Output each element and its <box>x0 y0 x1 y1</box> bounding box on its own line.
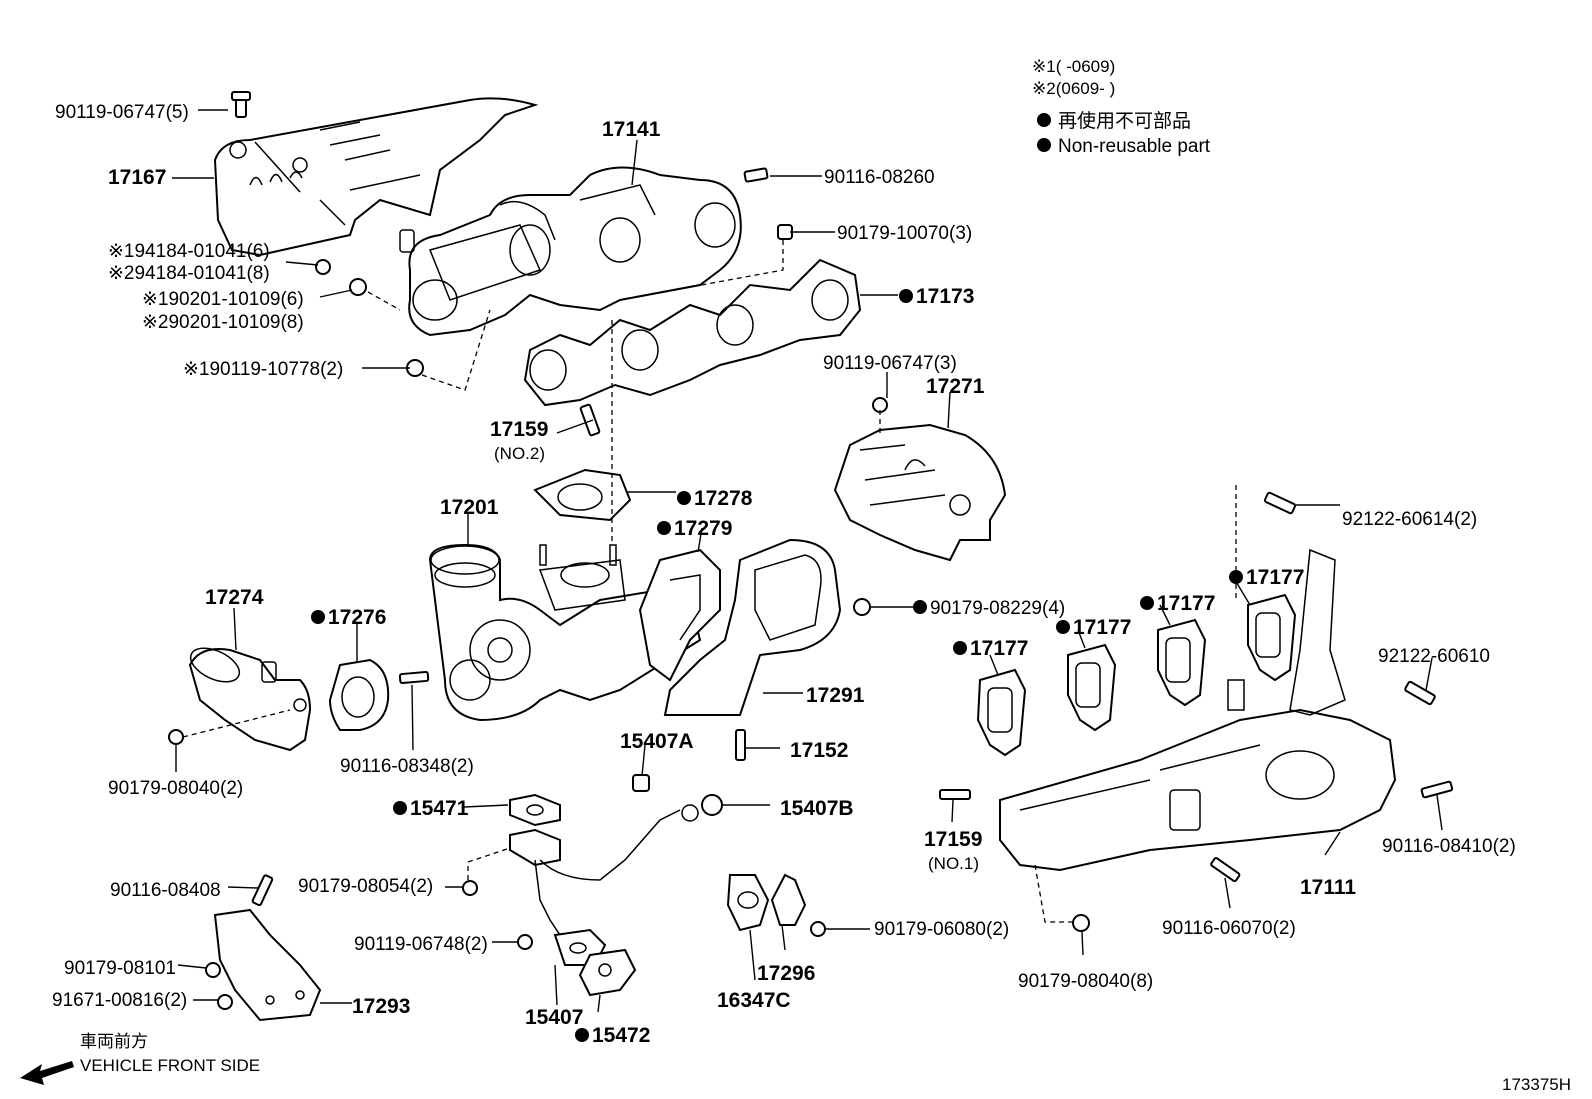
intake-gaskets-shape <box>976 593 1297 757</box>
label-17167: 17167 <box>108 166 166 189</box>
non-reusable-dot-icon <box>677 491 691 505</box>
non-reusable-dot-icon <box>657 521 671 535</box>
legend-note-2: ※2(0609- ) <box>1032 79 1115 98</box>
label-90116-08348: 90116-08348(2) <box>340 756 474 777</box>
arrow-left-icon <box>20 1061 74 1085</box>
label-90116-08260: 90116-08260 <box>824 167 935 188</box>
label-15407a: 15407A <box>620 730 694 753</box>
heat-insulator-turbo-shape <box>833 423 1007 562</box>
label-90179-10070-3: 90179-10070(3) <box>837 223 972 244</box>
exhaust-elbow-shape <box>663 538 842 716</box>
label-17177-d: 17177 <box>970 637 1028 660</box>
label-17201: 17201 <box>440 496 499 519</box>
manifold-gasket-shape <box>523 258 862 407</box>
heat-insulator-upper-shape <box>213 97 539 257</box>
legend-nonreusable-en: Non-reusable part <box>1058 136 1211 157</box>
assembly-dashed-lines <box>182 240 1237 923</box>
egr-gaskets-shape <box>726 873 807 932</box>
label-17274: 17274 <box>205 586 264 609</box>
label-90179-08040-2: 90179-08040(2) <box>108 778 243 799</box>
label-94184-01041-8: ※294184-01041(8) <box>108 263 270 284</box>
label-17159-no2-sub: (NO.2) <box>494 444 545 463</box>
label-90116-06070: 90116-06070(2) <box>1162 918 1296 939</box>
label-17279: 17279 <box>674 517 732 540</box>
turbo-elbow-gasket-shape <box>638 548 721 682</box>
non-reusable-dot-icon <box>1037 138 1051 152</box>
leader-lines <box>172 109 1443 1013</box>
label-15407b: 15407B <box>780 797 854 820</box>
turbo-gasket-shape <box>533 468 632 522</box>
label-17173: 17173 <box>916 285 974 308</box>
label-92122-60610: 92122-60610 <box>1378 646 1490 667</box>
label-17276: 17276 <box>328 606 386 629</box>
non-reusable-dot-icon <box>1056 620 1070 634</box>
non-reusable-dot-icon <box>393 801 407 815</box>
label-17271: 17271 <box>926 375 985 398</box>
turbocharger-shape <box>428 543 702 722</box>
label-17111: 17111 <box>1300 876 1356 899</box>
label-17141: 17141 <box>602 118 661 141</box>
label-90179-08040-8: 90179-08040(8) <box>1018 971 1153 992</box>
label-16347c: 16347C <box>717 989 791 1012</box>
non-reusable-dot-icon <box>899 289 913 303</box>
label-92122-60614: 92122-60614(2) <box>1342 509 1477 530</box>
label-17291: 17291 <box>806 684 865 707</box>
label-17152: 17152 <box>790 739 848 762</box>
turbo-stay-bracket-shape <box>213 908 322 1022</box>
turbo-inlet-elbow-shape <box>188 647 312 752</box>
label-91671-00816: 91671-00816(2) <box>52 990 187 1011</box>
label-90201-10109-8: ※290201-10109(8) <box>142 312 304 333</box>
part-labels: 90119-06747(5) 17167 17141 90116-08260 9… <box>52 102 1516 1047</box>
non-reusable-dot-icon <box>311 610 325 624</box>
diagram-id: 173375H <box>1502 1075 1571 1094</box>
label-94184-01041-6: ※194184-01041(6) <box>108 241 270 262</box>
vehicle-front-en: VEHICLE FRONT SIDE <box>80 1056 260 1075</box>
label-90116-08410: 90116-08410(2) <box>1382 836 1516 857</box>
label-90179-08054: 90179-08054(2) <box>298 876 433 897</box>
footer: 車両前方 VEHICLE FRONT SIDE 173375H <box>20 1032 1571 1094</box>
inlet-gasket-shape <box>328 658 390 731</box>
legend: ※1( -0609) ※2(0609- ) 再使用不可部品 Non-reusab… <box>1032 57 1211 157</box>
label-17177-b: 17177 <box>1157 592 1215 615</box>
non-reusable-dot-icon <box>913 600 927 614</box>
label-15472: 15472 <box>592 1024 650 1047</box>
label-17296: 17296 <box>757 962 815 985</box>
label-90116-08408: 90116-08408 <box>110 880 221 901</box>
label-90179-06080: 90179-06080(2) <box>874 919 1009 940</box>
label-90179-08229: 90179-08229(4) <box>930 598 1065 619</box>
label-17278: 17278 <box>694 487 753 510</box>
label-17159-no1: 17159 <box>924 828 982 851</box>
non-reusable-dot-icon <box>1229 570 1243 584</box>
label-90201-10109-6: ※190201-10109(6) <box>142 289 304 310</box>
vehicle-front-jp: 車両前方 <box>80 1032 148 1051</box>
non-reusable-dot-icon <box>1140 596 1154 610</box>
label-17293: 17293 <box>352 995 410 1018</box>
label-90119-06747-5: 90119-06747(5) <box>55 102 189 123</box>
label-17177-a: 17177 <box>1246 566 1304 589</box>
legend-note-1: ※1( -0609) <box>1032 57 1115 76</box>
exhaust-manifold-shape <box>399 166 742 337</box>
label-90119-06747-3: 90119-06747(3) <box>823 353 957 374</box>
legend-nonreusable-jp: 再使用不可部品 <box>1058 110 1191 132</box>
label-17177-c: 17177 <box>1073 616 1131 639</box>
label-17159-no1-sub: (NO.1) <box>928 854 979 873</box>
label-90119-10778: ※190119-10778(2) <box>183 359 343 380</box>
intake-manifold-shape <box>999 548 1397 872</box>
label-90119-06748: 90119-06748(2) <box>354 934 488 955</box>
label-90179-08101: 90179-08101 <box>64 958 176 979</box>
label-15407: 15407 <box>525 1006 583 1029</box>
label-17159-no2: 17159 <box>490 418 548 441</box>
non-reusable-dot-icon <box>953 641 967 655</box>
label-15471: 15471 <box>410 797 469 820</box>
non-reusable-dot-icon <box>575 1028 589 1042</box>
oil-pipe-shape <box>509 793 699 997</box>
non-reusable-dot-icon <box>1037 113 1051 127</box>
